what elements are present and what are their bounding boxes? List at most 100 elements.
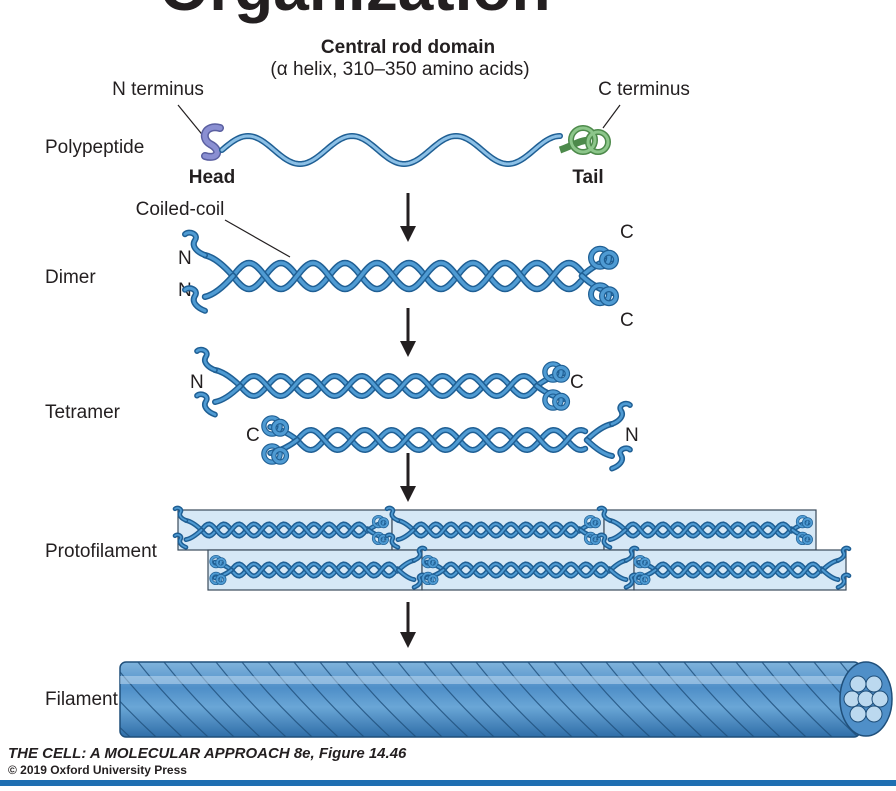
rod-domain-subtitle: (α helix, 310–350 amino acids) (270, 59, 529, 80)
coiled-coil-label: Coiled-coil (136, 199, 225, 220)
filament-strand (735, 662, 807, 737)
dimer-coil-strand-b-fill (231, 261, 583, 291)
protofilament-box-top-3 (603, 509, 817, 551)
tetramer-upper-dimer-head-bottom-fill (213, 384, 242, 404)
protofilament-bottom-dimer-2-head-top-knot-fill (625, 547, 638, 562)
filament-strand (761, 662, 833, 737)
filament-strand (501, 662, 573, 737)
protofilament-bottom-dimer-2-tail-bottom-knot-loop2 (428, 574, 438, 585)
protofilament-top-dimer-2-tail-bottom-knot-loop2 (590, 534, 601, 545)
tetramer-lower-dimer-tail-top-knot-loop (262, 416, 282, 436)
stage-label-dimer: Dimer (45, 267, 96, 288)
filament-strand (787, 662, 859, 737)
filament-strand (605, 662, 677, 737)
protofilament-bottom-dimer-1-tail-top-knot-loop (210, 555, 222, 568)
protofilament-top-dimer-2-tail-bottom-knot-loop (584, 532, 597, 545)
protofilament-top-dimer-3-tail-bottom-knot-loop2 (802, 534, 813, 545)
tetramer-coiled-coils (194, 346, 633, 472)
dimer-tail-bottom-knot-loop2 (600, 287, 618, 305)
tetramer-upper-dimer-coil-strand-b-fill (238, 374, 538, 398)
protofilament-bottom-dimer-1-head-bottom-fill (397, 569, 415, 581)
stage-label-polypeptide: Polypeptide (45, 137, 144, 158)
filament-strand (293, 662, 365, 737)
protofilament-top-dimer-2-head-bottom-fill (397, 529, 415, 541)
dimer-coiled-coil (182, 229, 619, 314)
head-domain-fill (202, 124, 223, 160)
assembly-arrow-1 (400, 193, 416, 242)
protofilament-top-dimer-2-head-top-knot-fill (386, 507, 399, 522)
protofilament-top-dimer-3-tail-top-knot-loop (796, 515, 809, 528)
filament-strand (839, 662, 860, 737)
tetramer-lower-dimer-head-top-knot-fill (610, 402, 632, 426)
tetramer-lower-dimer-coil-strand-a-fill (295, 428, 587, 452)
filament-strand (631, 662, 703, 737)
filament-strand (579, 662, 651, 737)
protofilament-top-dimer-2-tail-top-knot-loop2 (590, 517, 601, 528)
dimer-c-label-bottom: C (620, 310, 634, 331)
tetramer-lower-dimer-tail-bottom-knot-loop2 (272, 447, 288, 464)
protofilament-top-dimer-1-tail-bottom-knot-loop (372, 532, 385, 545)
tetramer-upper-dimer-tail-top-knot-loop (543, 362, 563, 382)
tetramer-n-label-left: N (190, 372, 204, 393)
filament-strand (319, 662, 391, 737)
protofilament-top-dimer-1-coil-strand-a-fill (200, 522, 369, 538)
protofilament-bottom-dimer-3-tail-top-knot-loop2 (640, 557, 650, 568)
filament-strand (553, 662, 625, 737)
rod-domain-backbone-fill (220, 134, 562, 166)
protofilament-bottom-dimer-1-head-top-knot-fill (413, 547, 426, 562)
tetramer-upper-dimer-head-top-knot-fill (195, 348, 217, 372)
protofilament-bottom-dimer-3-tail-bottom-knot-loop2 (640, 574, 650, 585)
bottom-bar (0, 780, 896, 786)
dimer-n-label-top: N (178, 248, 192, 269)
credit-title: THE CELL: A MOLECULAR APPROACH 8e, Figur… (8, 745, 407, 762)
protofilament-bottom-dimer-2-tail-top-knot-loop (422, 555, 434, 568)
protofilament-bottom-dimer-3-coil-strand-a-fill (654, 562, 823, 578)
protofilament-tetramers (172, 505, 852, 590)
stage-label-tetramer: Tetramer (45, 402, 121, 423)
protofilament-bottom-dimer-3-head-bottom-knot-fill (837, 574, 850, 589)
protofilament-top-dimer-3-head-bottom-knot-fill (598, 534, 611, 549)
protofilament-bottom-dimer-3-head-bottom-fill (821, 569, 839, 581)
protofilament-box-bottom-3 (633, 549, 847, 591)
protofilament-box-bottom-2 (421, 549, 635, 591)
dimer-tail-top-knot-loop (589, 247, 611, 269)
filament-strand (267, 662, 339, 737)
filament-rope (119, 661, 893, 738)
filament-strand (137, 662, 209, 737)
protofilament-bottom-dimer-1-tail-bottom-knot-loop (210, 572, 222, 585)
tail-domain (558, 125, 611, 155)
protofilament-top-dimer-3-coil-strand-b-fill (624, 522, 793, 538)
header-title-fragment: Organization (159, 0, 550, 24)
protofilament-bottom-dimer-3-coil-strand-b-fill (654, 562, 823, 578)
tail-label: Tail (572, 167, 603, 188)
filament-highlight (120, 676, 860, 684)
tetramer-c-label-right: C (570, 372, 584, 393)
credit-copyright: © 2019 Oxford University Press (8, 763, 187, 777)
dimer-head-bottom-fill (203, 274, 235, 299)
protofilament-top-dimer-1-tail-bottom-knot-loop2 (378, 534, 389, 545)
protofilament-top-dimer-1-head-bottom-fill (185, 529, 203, 541)
protofilament-bottom-dimer-3-head-top-knot-fill (837, 547, 850, 562)
protofilament-bottom-dimer-3-tail-bottom-knot-loop (634, 572, 646, 585)
protofilament-bottom-dimer-1-coil-strand-a-fill (230, 562, 399, 578)
tetramer-upper-dimer-head-bottom-knot-fill (195, 392, 217, 416)
filament-strand (475, 662, 547, 737)
filament-strand (120, 662, 131, 737)
protofilament-bottom-dimer-2-coil-strand-a-fill (442, 562, 611, 578)
dimer-c-label-top: C (620, 222, 634, 243)
protofilament-top-dimer-1-tail-top-knot-loop2 (378, 517, 389, 528)
protofilament-bottom-dimer-1-tail-bottom-knot-loop2 (216, 574, 226, 585)
protofilament-top-dimer-3-tail-top-knot-loop2 (802, 517, 813, 528)
assembly-arrow-3 (400, 453, 416, 502)
protofilament-top-dimer-1-tail-top-knot-loop (372, 515, 385, 528)
protofilament-top-dimer-2-head-bottom-knot-fill (386, 534, 399, 549)
protofilament-bottom-dimer-2-tail-top-knot-loop2 (428, 557, 438, 568)
filament-strand (657, 662, 729, 737)
filament-strand (371, 662, 443, 737)
protofilament-bottom-dimer-2-head-bottom-fill (609, 569, 627, 581)
stage-label-protofilament: Protofilament (45, 541, 158, 562)
filament-strand (163, 662, 235, 737)
protofilament-top-dimer-2-tail-top-knot-loop (584, 515, 597, 528)
filament-strand (527, 662, 599, 737)
